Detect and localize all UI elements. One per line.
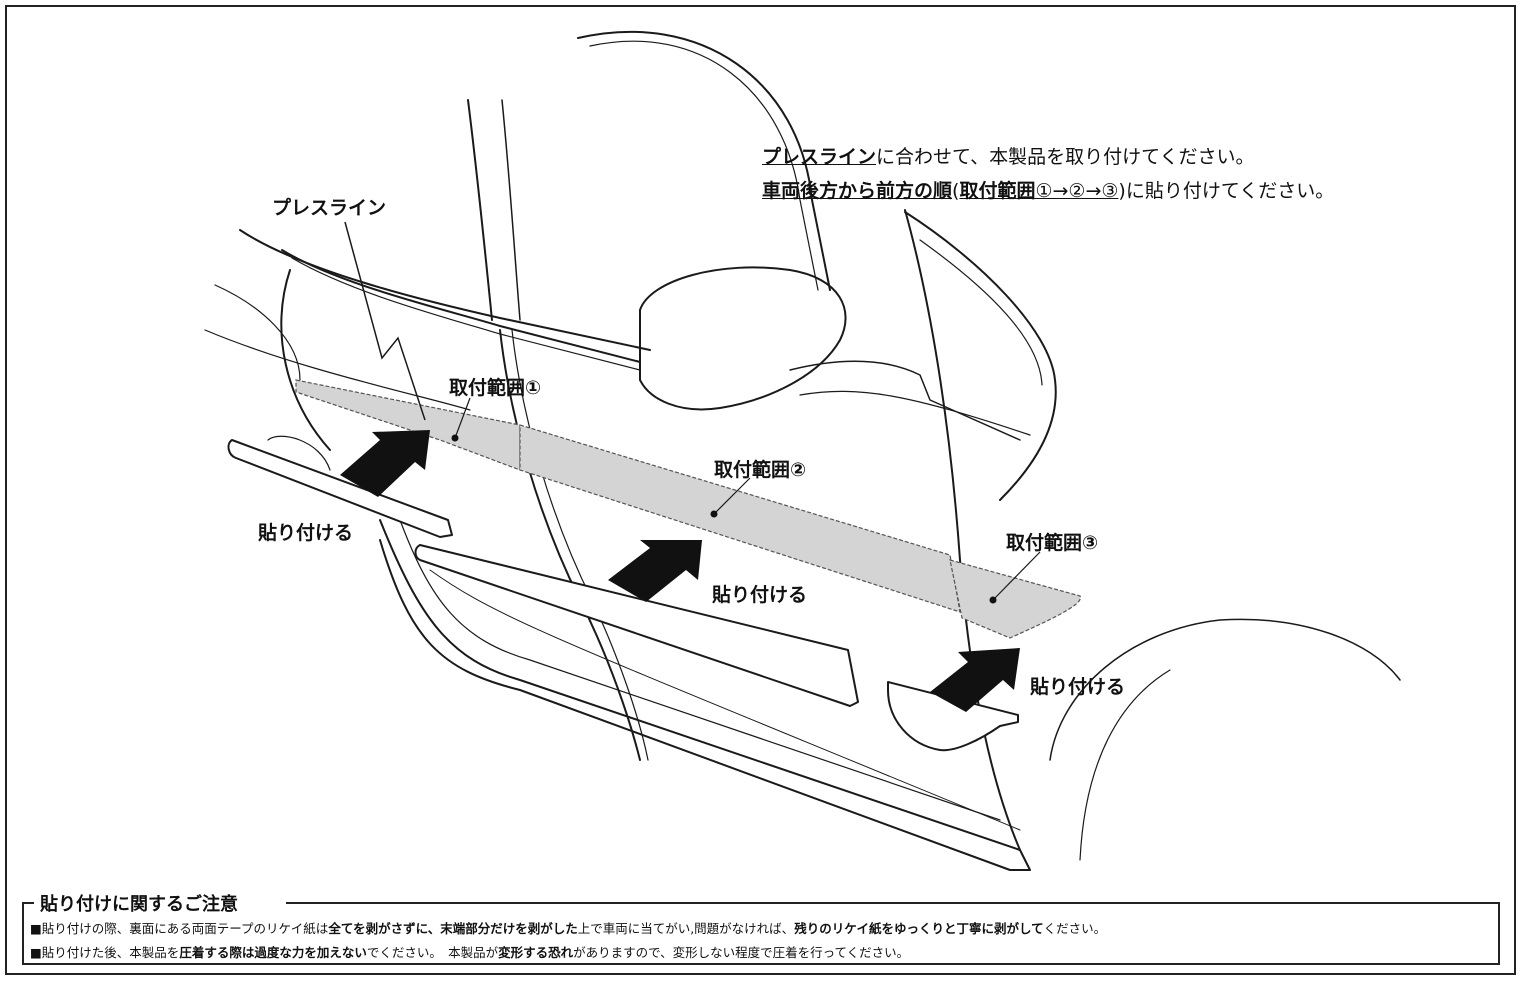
notice-line-2-bold-1: 圧着する際は過度な力を加えない [179, 945, 367, 960]
b-pillar [467, 99, 493, 321]
diagram-frame [5, 5, 1516, 975]
attach-label-2: 貼り付ける [712, 584, 808, 606]
attach-label-1: 貼り付ける [258, 522, 354, 544]
roof-line [577, 30, 831, 291]
instruction-line-1-text: に合わせて、本製品を取り付けてください。 [876, 146, 1255, 168]
rear-door-edge [280, 269, 331, 451]
window-belt-lower2 [291, 257, 641, 371]
notice-line-1-part-3: ください。 [1043, 921, 1107, 936]
notice-line-2-part-1: ■貼り付けた後、本製品を [30, 945, 180, 960]
range3-label: 取付範囲③ [1006, 532, 1099, 554]
attach-arrow-2 [608, 540, 702, 602]
notice-line-1-part-1: ■貼り付けの際、裏面にある両面テープのリケイ紙は [30, 921, 329, 936]
a-pillar-outer [904, 211, 1057, 501]
range2-label: 取付範囲② [714, 459, 807, 481]
garnish-rear [227, 439, 453, 538]
instruction-sequence: ①→②→③ [1035, 180, 1119, 202]
instruction-order: 車両後方から前方の順 [762, 180, 953, 202]
side-mirror [639, 266, 847, 411]
instruction-range: 取付範囲 [959, 180, 1036, 202]
rear-wheel-arch [267, 435, 331, 471]
notice-line-1-bold-1: 全てを剥がさずに、末端部分だけを剥がした [328, 921, 578, 936]
range1-label: 取付範囲① [449, 377, 542, 399]
notice-line-2-part-2: でください。 本製品が [366, 945, 499, 960]
front-wheel-arch-2 [1079, 669, 1171, 861]
range1-pointer [454, 397, 471, 439]
notice-line-1-part-2: 上で車両に当てがい,問題がなければ、 [577, 921, 795, 936]
front-door-edge [904, 209, 1021, 851]
notice-line-1-bold-2: 残りのリケイ紙をゆっくりと丁寧に剥がして [794, 921, 1044, 936]
rocker-line [429, 569, 1021, 831]
notice-line-2: ■貼り付けた後、本製品を圧着する際は過度な力を加えないでください。 本製品が変形… [30, 942, 909, 961]
garnish-middle [414, 544, 859, 707]
instruction-paren: ( [952, 180, 960, 202]
mounting-range-2 [519, 424, 961, 613]
attach-arrow-3 [930, 648, 1020, 712]
mirror-base [799, 390, 1031, 436]
instruction-press-line: プレスライン [762, 146, 877, 168]
mounting-range-3 [949, 559, 1081, 639]
front-wheel-arch [1049, 618, 1401, 761]
range2-pointer [713, 477, 751, 515]
mirror-arm [789, 360, 1021, 441]
notice-title: 貼り付けに関するご注意 [34, 890, 244, 916]
window-belt-lower [281, 249, 641, 363]
door-sill-inner [399, 519, 1001, 821]
a-pillar-inner [919, 239, 1043, 386]
range3-dot [989, 596, 997, 604]
attach-arrow-1 [340, 430, 430, 497]
mounting-range-1 [295, 379, 521, 471]
garnish-front [887, 681, 1019, 752]
attach-label-3: 貼り付ける [1030, 676, 1126, 698]
rear-body-line [204, 329, 471, 411]
notice-line-2-part-3: がありますので、変形しない程度で圧着を行ってください。 [573, 945, 910, 960]
roof-line-inner [589, 40, 819, 291]
instruction-line-1: プレスラインに合わせて、本製品を取り付けてください。 [762, 142, 1255, 169]
notice-box [22, 903, 1500, 965]
press-line-pointer [344, 221, 426, 421]
press-line-label: プレスライン [272, 197, 387, 219]
b-pillar-inner [501, 99, 521, 321]
rear-quarter [214, 284, 301, 381]
door-sill-outer [379, 519, 1031, 871]
instruction-line-2-text: )に貼り付けてください。 [1118, 180, 1335, 202]
range2-dot [710, 510, 718, 518]
notice-line-2-bold-2: 変形する恐れ [498, 945, 574, 960]
range3-pointer [992, 551, 1041, 601]
range1-dot [451, 434, 459, 442]
window-belt-upper [239, 229, 651, 351]
notice-line-1: ■貼り付けの際、裏面にある両面テープのリケイ紙は全てを剥がさずに、末端部分だけを… [30, 918, 1106, 937]
instruction-line-2: 車両後方から前方の順(取付範囲①→②→③)に貼り付けてください。 [762, 176, 1334, 203]
